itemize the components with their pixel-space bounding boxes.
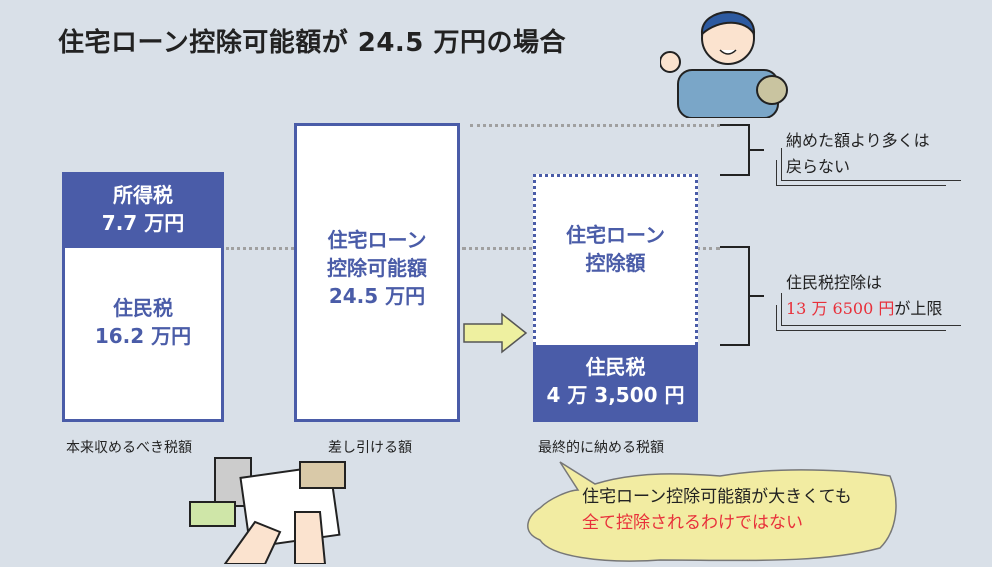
resident-tax-segment: 住民税 16.2 万円 [62,248,224,422]
bubble-text: 住宅ローン控除可能額が大きくても 全て控除されるわけではない [582,484,852,536]
bracket-bottom [720,246,750,346]
income-tax-amount: 7.7 万円 [101,211,185,235]
note-no-refund: 納めた額より多くは 戻らない [786,128,930,180]
caption-final-tax: 最終的に納める税額 [538,440,664,456]
income-tax-label: 所得税 [113,183,173,207]
note-resident-cap-amount: 13 万 6500 円 [786,299,895,318]
note-no-refund-line2: 戻らない [786,157,851,176]
note2-underline [781,293,961,326]
original-tax-bar: 所得税 7.7 万円 住民税 16.2 万円 [62,172,224,422]
loan-deduction-segment: 住宅ローン 控除額 [533,174,698,345]
resident-tax-label: 住民税 [113,296,173,320]
final-resident-tax-label: 住民税 [585,355,646,379]
note-no-refund-line1: 納めた額より多くは [786,131,930,150]
bracket-bottom-tick [750,295,764,297]
deductible-line2: 控除可能額 [327,256,427,280]
final-resident-tax-amount: 4 万 3,500 円 [546,383,685,407]
deductible-amount: 24.5 万円 [328,284,426,308]
loan-deduction-line2: 控除額 [585,251,646,275]
guide-line-top [470,124,720,127]
bubble-line1: 住宅ローン控除可能額が大きくても [582,487,852,507]
caption-original-tax: 本来収めるべき税額 [66,440,192,456]
calculator-documents-illustration [189,457,346,564]
person-illustration [660,11,788,118]
note-underline [781,148,961,181]
guide-line-mid-1 [226,247,294,250]
caption-deductible: 差し引ける額 [328,440,412,456]
note-resident-cap-rest: が上限 [894,299,943,318]
page-title: 住宅ローン控除可能額が 24.5 万円の場合 [58,28,566,58]
bubble-line2: 全て控除されるわけではない [582,513,803,533]
arrow-right-icon [463,312,528,354]
note2-underline-2 [776,305,946,331]
note-underline-2 [776,160,946,186]
final-resident-tax-segment: 住民税 4 万 3,500 円 [533,345,698,422]
bracket-top [720,124,750,176]
deductible-amount-bar: 住宅ローン 控除可能額 24.5 万円 [294,123,460,422]
deductible-line1: 住宅ローン [327,228,427,252]
note-resident-cap-line1: 住民税控除は [786,273,883,292]
final-tax-bar: 住宅ローン 控除額 住民税 4 万 3,500 円 [533,174,698,422]
loan-deduction-line1: 住宅ローン [566,223,665,247]
bracket-top-tick [750,149,764,151]
speech-bubble [527,461,897,562]
note-resident-cap: 住民税控除は 13 万 6500 円が上限 [786,270,942,322]
resident-tax-amount: 16.2 万円 [94,324,192,348]
income-tax-segment: 所得税 7.7 万円 [62,172,224,248]
